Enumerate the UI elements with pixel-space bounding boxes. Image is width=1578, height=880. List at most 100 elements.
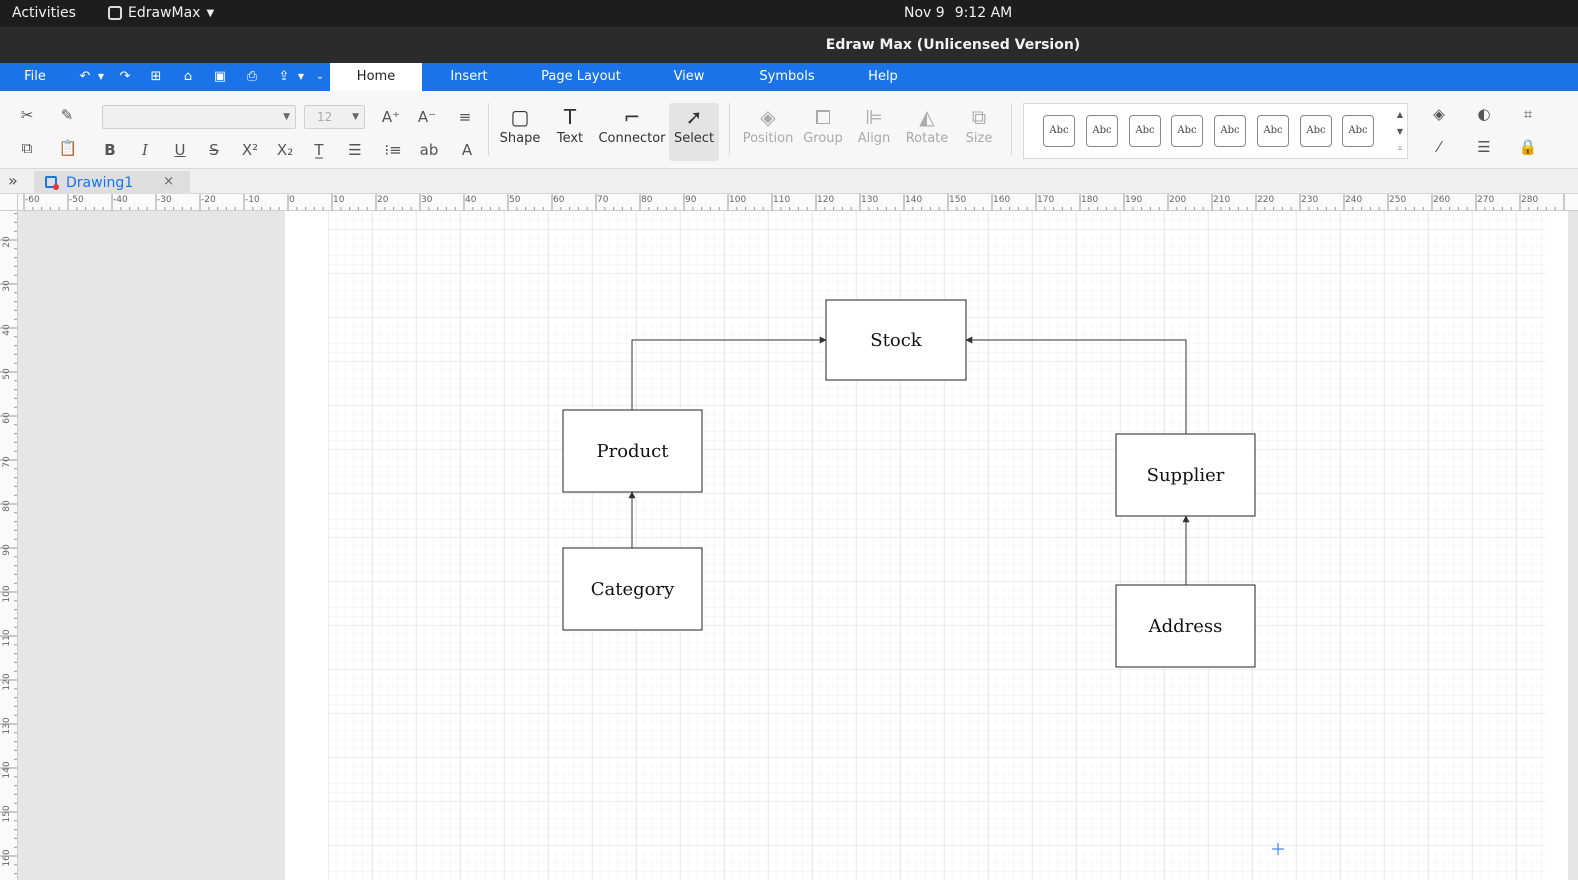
shape-product-label[interactable]: Product [597,441,670,462]
edraw-document-icon [45,176,59,190]
ruler-label: 30 [421,195,433,205]
shape-stock-box[interactable] [825,299,967,381]
ruler-label: 100 [729,195,746,205]
tab-home[interactable]: Home [330,63,422,91]
shape-stock-label[interactable]: Stock [870,330,922,351]
connector-tool[interactable]: ⌐ Connector [598,103,666,161]
export-dropdown-icon[interactable]: ▼ [297,72,305,81]
style-swatch[interactable]: Abc [1257,115,1289,147]
tab-symbols[interactable]: Symbols [759,69,815,84]
line-spacing-icon[interactable]: ☰ [348,141,362,159]
strikethrough-icon[interactable]: S [209,141,219,159]
customize-toolbar-icon[interactable]: ⌄ [315,71,325,82]
shape-address-label[interactable]: Address [1148,616,1223,637]
bullet-list-icon[interactable]: ⁝≡ [384,141,402,159]
position-tool[interactable]: ◈ Position [741,103,795,161]
tab-insert[interactable]: Insert [450,69,488,84]
font-family-select[interactable]: ▼ [102,105,296,129]
size-tool[interactable]: ⧉ Size [952,103,1006,161]
connector-product-to-stock[interactable] [631,336,827,410]
undo-dropdown-icon[interactable]: ▼ [97,72,105,81]
paste-icon[interactable]: 📋 [58,139,78,157]
scroll-down-icon[interactable]: ▼ [1396,127,1404,136]
fill-bucket-icon[interactable]: ◈ [1433,105,1445,123]
shape-supplier[interactable]: Supplier [1115,433,1256,517]
lock-icon[interactable]: 🔒 [1518,138,1538,156]
format-painter-icon[interactable]: ✎ [60,106,74,124]
style-swatch[interactable]: Abc [1129,115,1161,147]
close-tab-icon[interactable]: × [163,174,174,189]
activities-button[interactable]: Activities [12,5,76,21]
copy-icon[interactable]: ⧉ [21,139,33,157]
ruler-label: 160 [993,195,1010,205]
style-swatch[interactable]: Abc [1300,115,1332,147]
app-menu-button[interactable]: EdrawMax ▼ [108,5,214,21]
crop-icon[interactable]: ⌗ [1523,105,1533,123]
shape-supplier-box[interactable] [1115,433,1256,517]
text-tool[interactable]: T Text [543,103,597,161]
size-label: Size [965,131,993,146]
text-format-icon[interactable]: T̲ [314,141,324,159]
print-icon[interactable]: ⎙ [246,69,258,84]
increase-font-icon[interactable]: A⁺ [381,108,401,126]
connector-supplier-to-stock[interactable] [965,336,1187,434]
subscript-icon[interactable]: X₂ [276,141,294,159]
expand-panel-icon[interactable]: » [8,171,18,190]
style-swatch[interactable]: Abc [1214,115,1246,147]
style-swatch[interactable]: Abc [1171,115,1203,147]
shadow-icon[interactable]: ◐ [1477,105,1491,123]
italic-icon[interactable]: I [142,141,148,159]
shape-address[interactable]: Address [1115,584,1256,668]
bold-icon[interactable]: B [104,141,116,159]
ruler-label: 120 [2,673,12,690]
shape-stock[interactable]: Stock [825,299,967,381]
shape-address-box[interactable] [1115,584,1256,668]
align-icon: ⊫ [865,105,883,129]
cursor-arrow-icon: ➚ [685,105,703,129]
export-icon[interactable]: ⇪ [278,69,290,84]
shape-tool[interactable]: ▢ Shape [493,103,547,161]
font-size-select[interactable]: 12 ▼ [304,105,365,129]
tab-page-layout[interactable]: Page Layout [541,69,621,84]
text-case-icon[interactable]: ab [419,141,439,159]
superscript-icon[interactable]: X² [241,141,259,159]
shape-product[interactable]: Product [562,409,703,493]
shape-category-box[interactable] [562,547,703,631]
align-tool[interactable]: ⊫ Align [847,103,901,161]
decrease-font-icon[interactable]: A⁻ [417,108,437,126]
shape-category-label[interactable]: Category [591,579,675,600]
ruler-label: 190 [1125,195,1142,205]
rotate-tool[interactable]: ◭ Rotate [900,103,954,161]
tab-view[interactable]: View [673,69,705,84]
document-tab-drawing1[interactable]: Drawing1 × [34,171,190,194]
style-swatch[interactable]: Abc [1043,115,1075,147]
tab-help[interactable]: Help [868,69,898,84]
layers-icon: ◈ [760,105,776,129]
line-color-icon[interactable]: ⁄ [1437,138,1441,156]
underline-icon[interactable]: U [174,141,186,159]
save-icon[interactable]: ▣ [213,69,227,84]
shape-category[interactable]: Category [562,547,703,631]
select-tool[interactable]: ➚ Select [669,103,719,161]
scroll-up-icon[interactable]: ▲ [1396,110,1404,119]
new-file-icon[interactable]: ⊞ [150,69,162,84]
file-menu[interactable]: File [24,69,46,84]
shape-supplier-label[interactable]: Supplier [1147,465,1225,486]
redo-icon[interactable]: ↷ [119,69,131,84]
line-style-icon[interactable]: ☰ [1477,138,1491,156]
cut-icon[interactable]: ✂ [20,106,34,124]
shape-product-box[interactable] [562,409,703,493]
group-tool[interactable]: ⧠ Group [796,103,850,161]
font-color-icon[interactable]: A [461,141,473,159]
open-folder-icon[interactable]: ⌂ [183,69,193,84]
text-align-icon[interactable]: ≡ [458,108,472,126]
undo-icon[interactable]: ↶ [79,69,91,84]
style-swatch[interactable]: Abc [1342,115,1374,147]
style-swatch[interactable]: Abc [1086,115,1118,147]
expand-gallery-icon[interactable]: ⩡ [1397,144,1403,153]
